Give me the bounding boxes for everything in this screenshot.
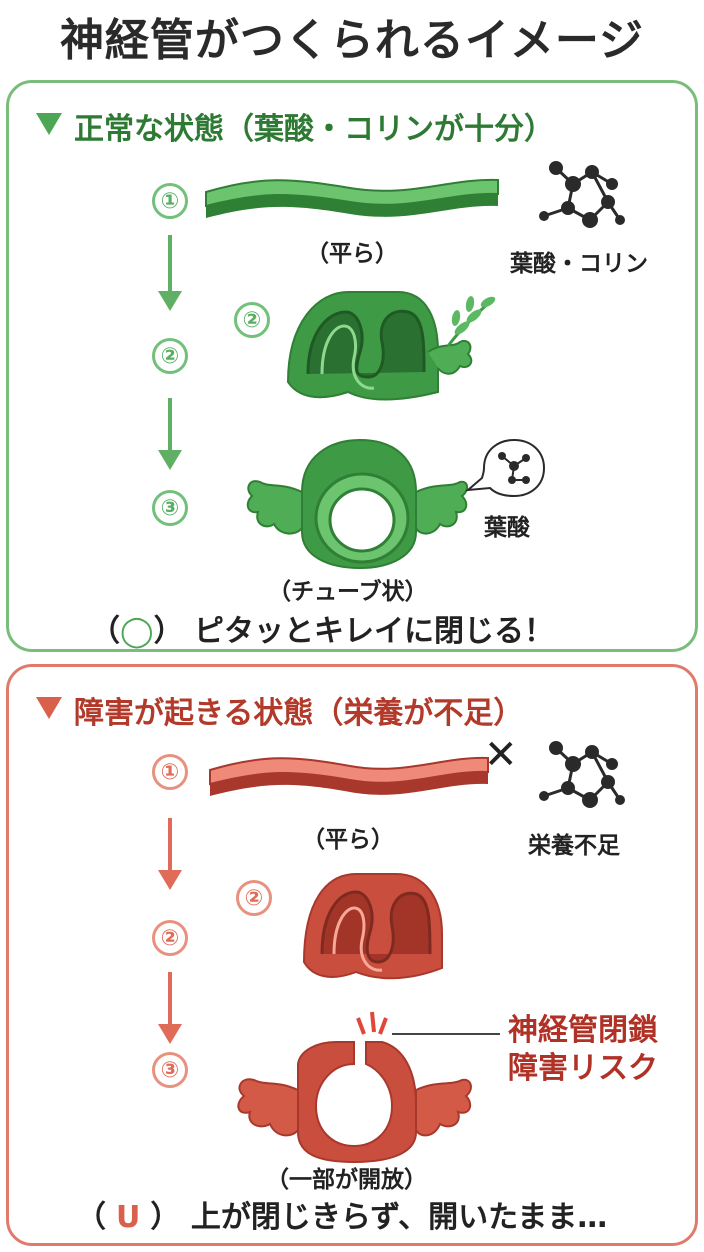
flat-neural-plate-green	[205, 178, 499, 218]
normal-flat-caption: （平ら）	[306, 241, 398, 267]
closed-neural-tube-green	[246, 438, 468, 570]
molecule-icon	[539, 741, 625, 808]
folding-neural-groove-green	[286, 291, 473, 401]
leaf-icon	[446, 296, 496, 347]
flat-neural-plate-red	[209, 756, 489, 796]
normal-step-2-number: ②	[152, 338, 188, 374]
page-title: 神経管がつくられるイメージ	[59, 15, 645, 66]
defect-open-caption: （一部が開放）	[266, 1167, 427, 1193]
cross-icon: ✕	[484, 732, 518, 778]
defect-result-open: （	[76, 1200, 106, 1235]
defect-step-3-number: ③	[152, 1052, 188, 1088]
normal-tube-caption: （チューブ状）	[268, 579, 428, 605]
normal-result-text: ピタッとキレイに閉じる！	[194, 614, 555, 649]
risk-line-2: 障害リスク	[508, 1051, 658, 1086]
arrow-down-icon	[158, 972, 182, 1044]
arrow-down-icon	[158, 818, 182, 890]
defect-step-2-side-number: ②	[236, 880, 272, 916]
arrow-down-icon	[158, 398, 182, 470]
folding-neural-groove-red	[302, 873, 443, 980]
normal-step-2-side-number: ②	[234, 302, 270, 338]
defect-result: （ U ） 上が閉じきらず、開いたまま…	[76, 1192, 607, 1236]
normal-result: （◯） ピタッとキレイに閉じる！	[90, 606, 554, 650]
normal-heading: 正常な状態（葉酸・コリンが十分）	[36, 104, 554, 148]
normal-bubble-label: 葉酸	[484, 515, 530, 541]
defect-result-text: 上が閉じきらず、開いたまま…	[190, 1200, 608, 1235]
normal-result-mark: ◯	[120, 614, 154, 649]
risk-line-1: 神経管閉鎖	[508, 1013, 658, 1048]
arrow-down-icon	[158, 235, 182, 311]
burst-lines-icon	[356, 1011, 500, 1035]
defect-result-close: ）	[150, 1200, 181, 1235]
defect-result-mark: U	[116, 1200, 141, 1235]
normal-heading-text: 正常な状態（葉酸・コリンが十分）	[74, 112, 554, 147]
triangle-down-icon	[36, 113, 62, 135]
normal-step-3-number: ③	[152, 490, 188, 526]
defect-heading: 障害が起きる状態（栄養が不足）	[36, 688, 523, 732]
speech-bubble-molecule-icon	[464, 438, 546, 498]
defect-step-1-number: ①	[152, 754, 188, 790]
normal-step-1-number: ①	[152, 183, 188, 219]
normal-result-close: ）	[153, 614, 184, 649]
defect-heading-text: 障害が起きる状態（栄養が不足）	[74, 696, 524, 731]
molecule-icon	[539, 161, 625, 228]
open-neural-tube-red	[237, 1041, 472, 1164]
defect-panel	[6, 664, 698, 1246]
defect-step-2-number: ②	[152, 920, 188, 956]
normal-nutrient-label: 葉酸・コリン	[510, 251, 648, 277]
defect-nutrient-label: 栄養不足	[528, 833, 620, 859]
defect-risk-label: 神経管閉鎖障害リスク	[508, 1012, 658, 1088]
normal-result-open: （	[90, 614, 120, 649]
normal-panel	[6, 80, 698, 652]
triangle-down-icon	[36, 697, 62, 719]
defect-flat-caption: （平ら）	[302, 827, 394, 853]
